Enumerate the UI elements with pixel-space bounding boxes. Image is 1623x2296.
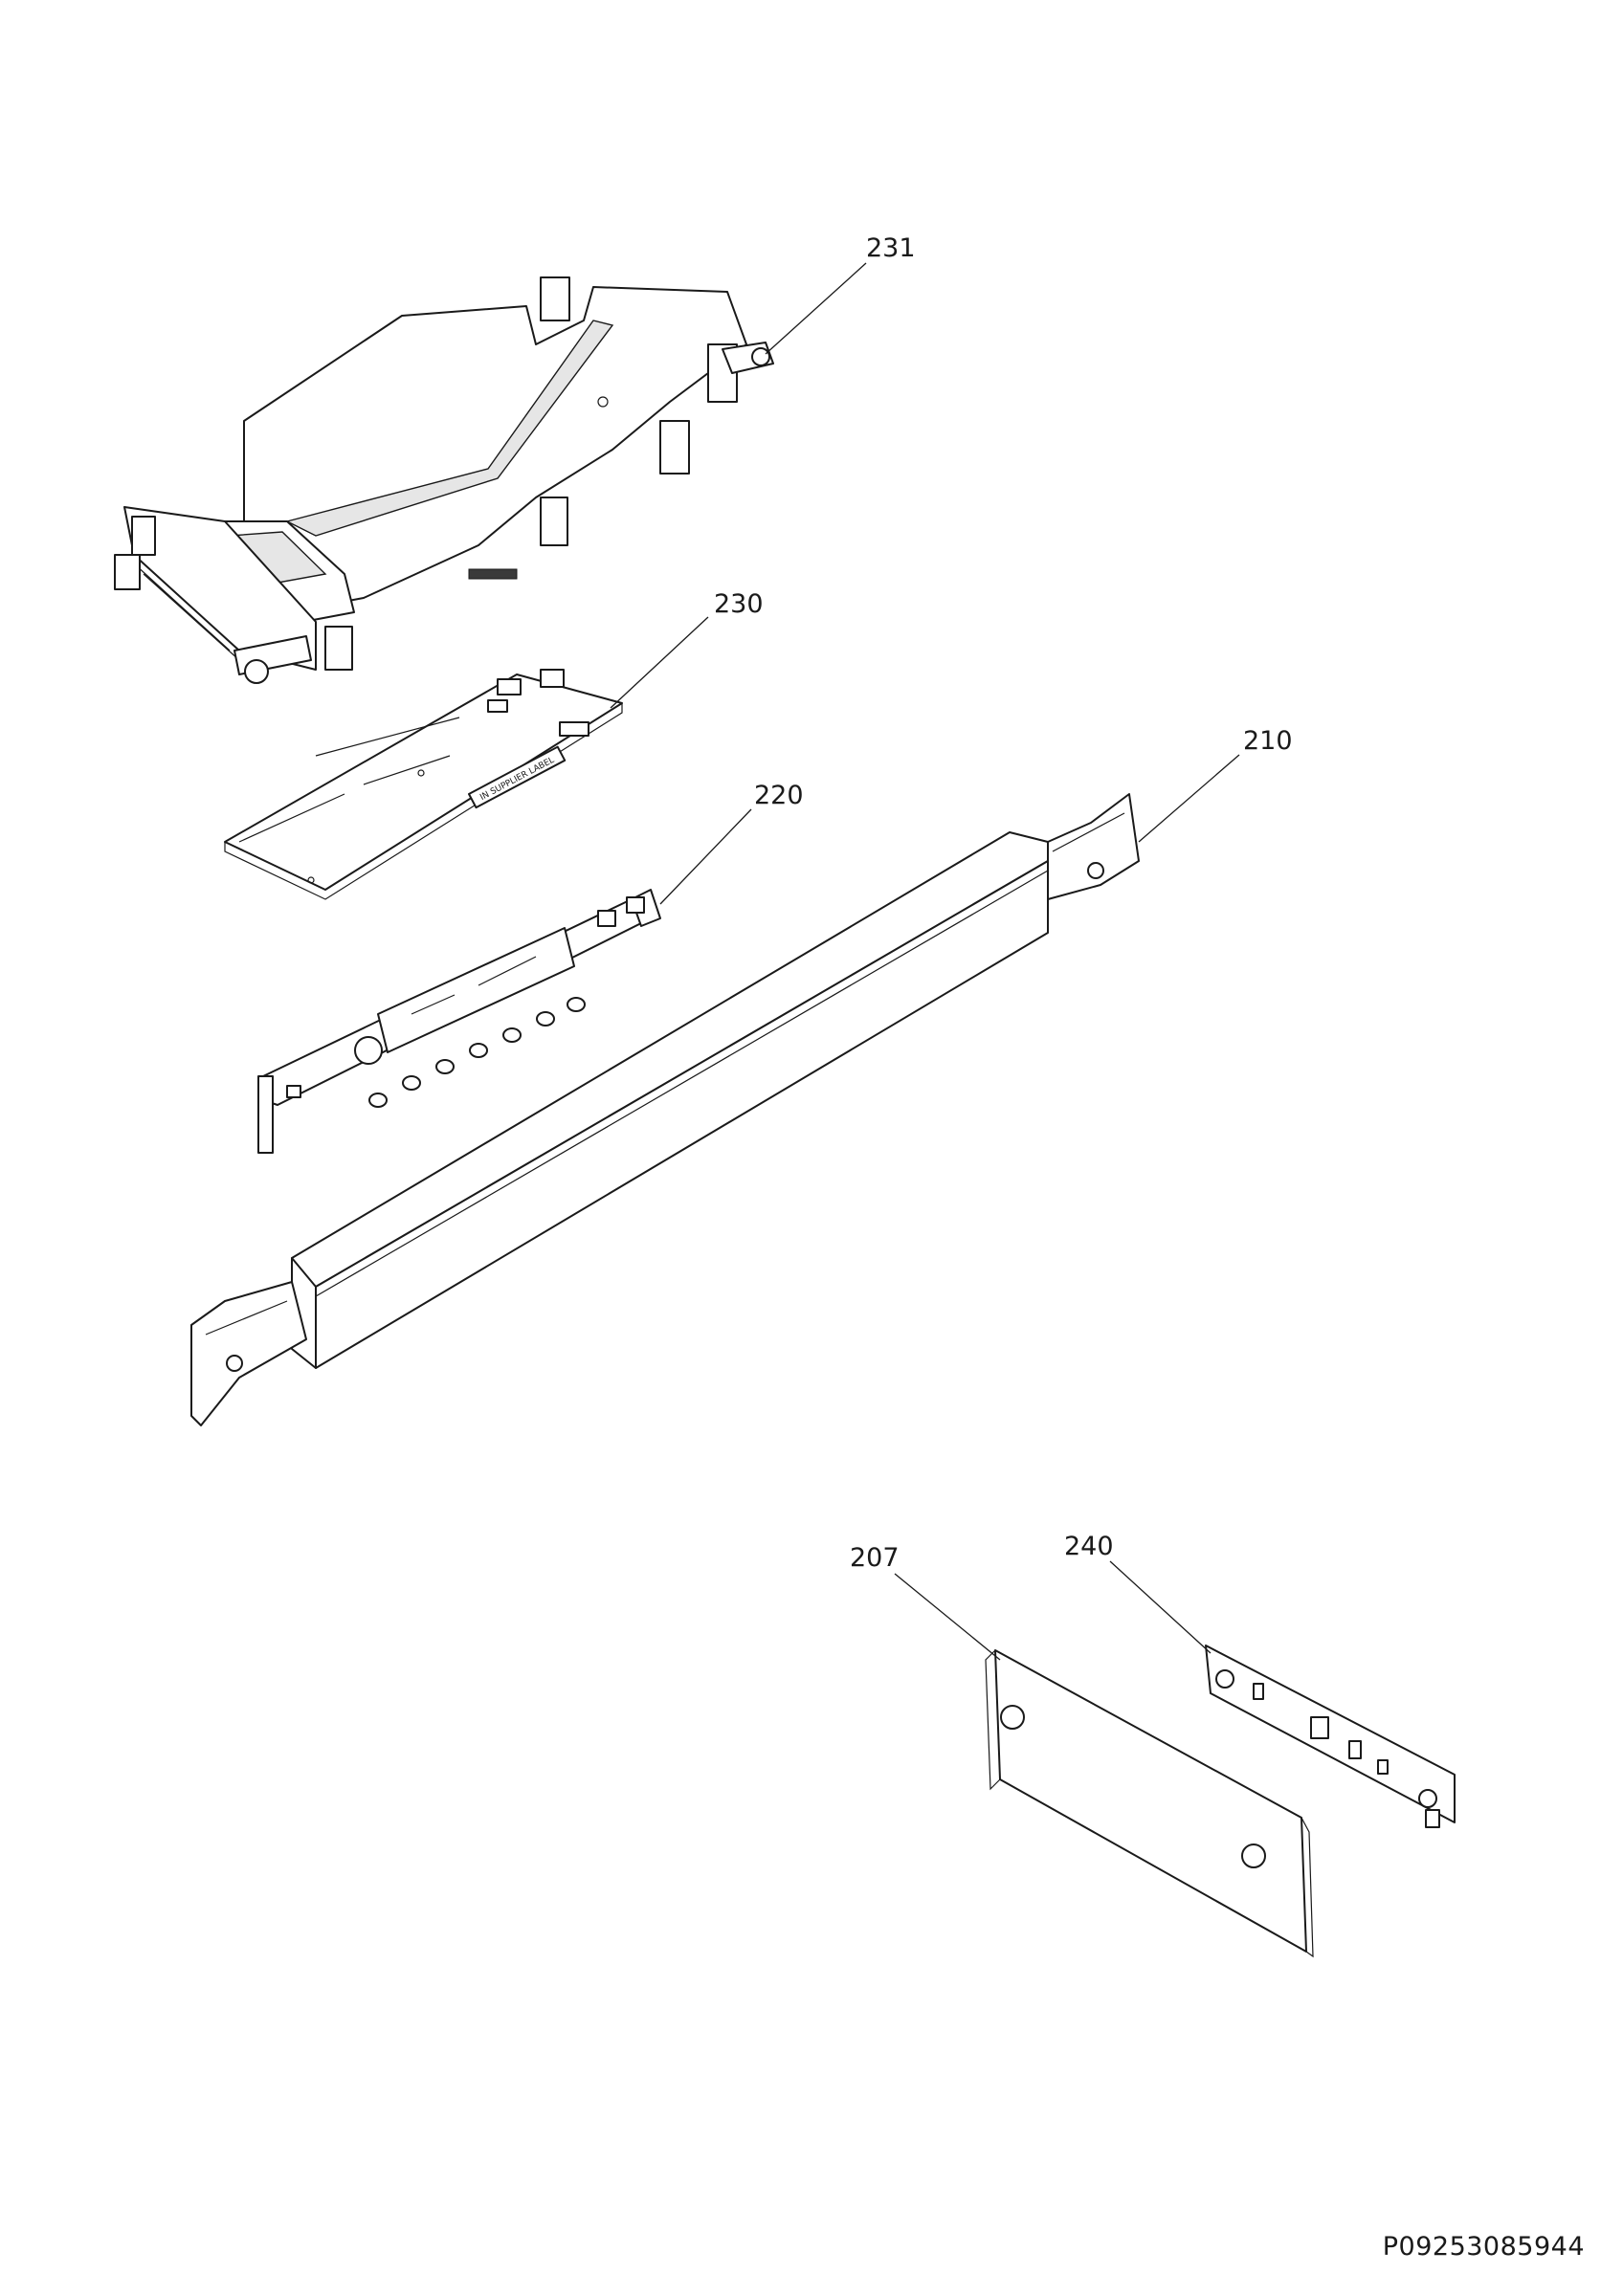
- callout-label-240: 240: [1064, 1532, 1114, 1561]
- callout-220: 220: [659, 781, 804, 905]
- callout-231: 231: [765, 233, 916, 355]
- callout-230: 230: [610, 589, 764, 709]
- part-230-main-pcb: IN SUPPLIER LABEL: [224, 669, 623, 900]
- callout-label-220: 220: [754, 781, 804, 810]
- part-220-button-pcb: [257, 889, 661, 1154]
- callout-207: 207: [850, 1543, 1001, 1661]
- callout-label-230: 230: [714, 589, 764, 619]
- part-240-small-pcb: [1205, 1645, 1456, 1828]
- callout-210: 210: [1138, 726, 1293, 843]
- callout-label-207: 207: [850, 1543, 900, 1573]
- part-207-cover-plate: [985, 1649, 1314, 1958]
- callout-240: 240: [1064, 1532, 1212, 1654]
- part-231-control-bracket: [114, 276, 774, 684]
- document-number: P09253085944: [1382, 2232, 1585, 2262]
- callout-label-231: 231: [866, 233, 916, 263]
- callout-label-210: 210: [1243, 726, 1293, 756]
- part-210-panel-housing: [190, 793, 1140, 1426]
